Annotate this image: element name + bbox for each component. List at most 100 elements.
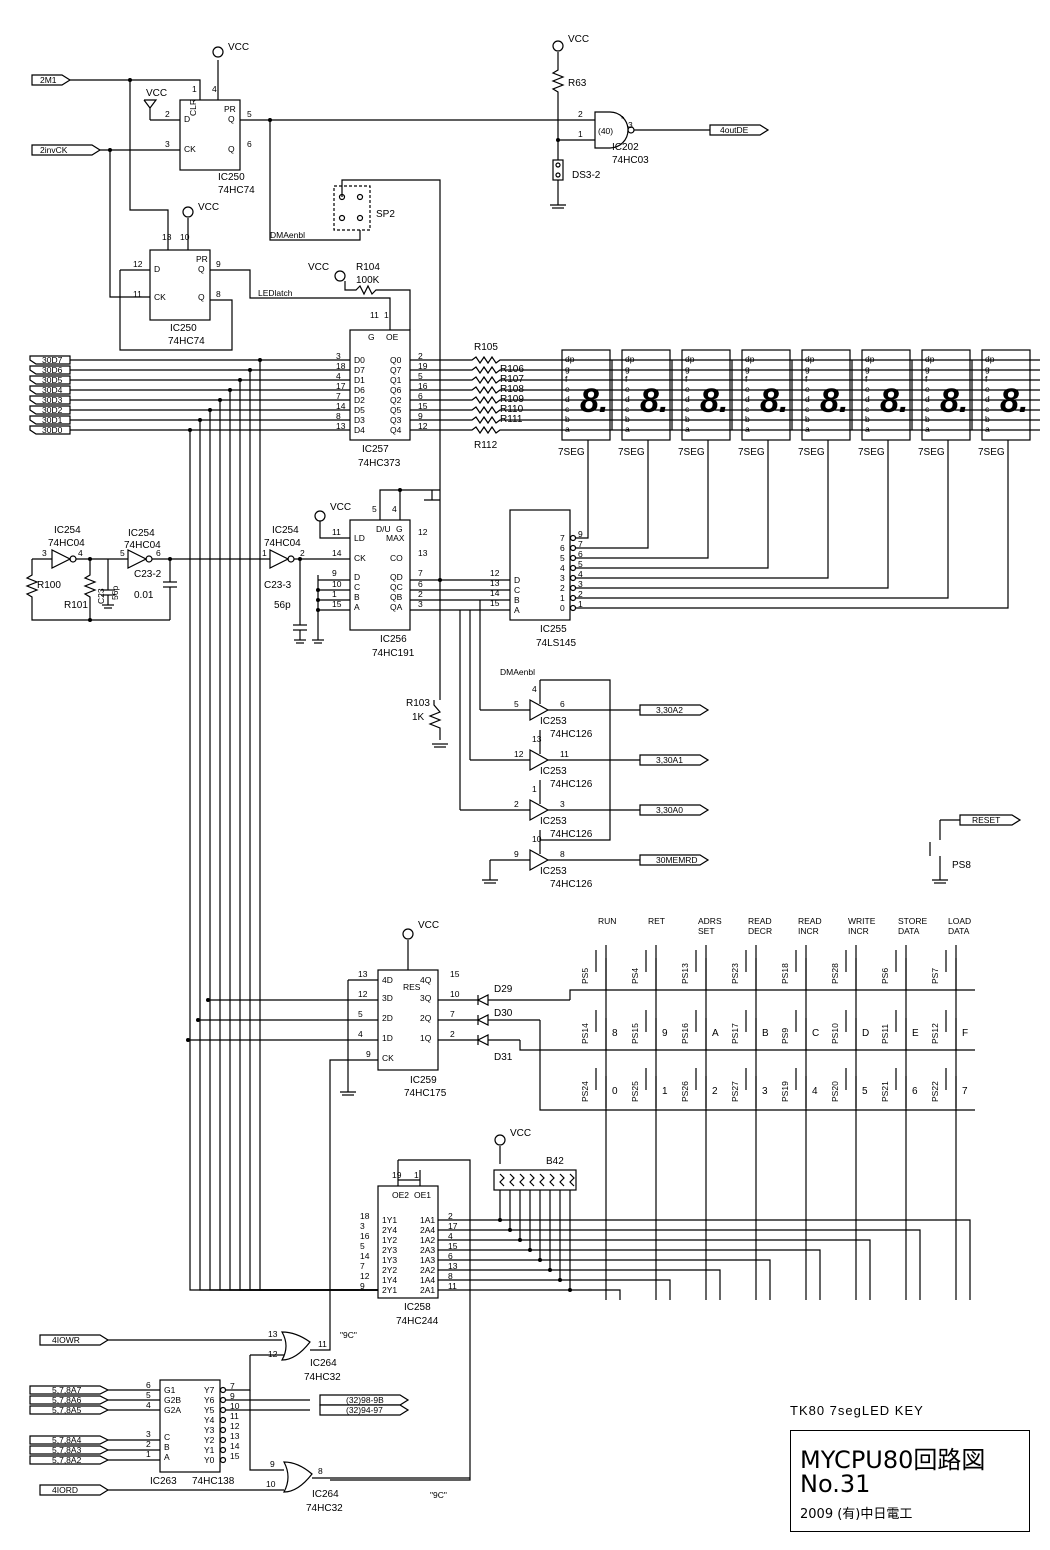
ic263-ref: IC263 bbox=[150, 1476, 177, 1487]
svg-text:9: 9 bbox=[578, 529, 583, 539]
svg-text:e: e bbox=[865, 384, 870, 394]
svg-text:18: 18 bbox=[336, 361, 346, 371]
svg-text:13: 13 bbox=[358, 969, 368, 979]
net-tag-data bbox=[29, 415, 71, 425]
ds3-label: DS3-2 bbox=[572, 170, 601, 181]
net-tag-addr bbox=[29, 1445, 110, 1455]
svg-text:f: f bbox=[685, 374, 688, 384]
svg-text:G: G bbox=[368, 332, 375, 342]
svg-text:8: 8 bbox=[560, 849, 565, 859]
sp2-label: SP2 bbox=[376, 209, 395, 220]
svg-text:4Q: 4Q bbox=[420, 975, 432, 985]
diode-d29 bbox=[476, 994, 489, 1006]
svg-text:QA: QA bbox=[390, 602, 403, 612]
svg-text:5: 5 bbox=[247, 109, 252, 119]
svg-text:12: 12 bbox=[360, 1271, 370, 1281]
net-tag-2invck bbox=[31, 144, 102, 156]
key-label: RUN bbox=[598, 916, 616, 926]
svg-text:9: 9 bbox=[270, 1459, 275, 1469]
ic258-ref: IC258 bbox=[404, 1302, 431, 1313]
svg-text:b: b bbox=[985, 414, 990, 424]
net-addr-label: 5,7,8A3 bbox=[52, 1445, 82, 1455]
ic250b-body bbox=[149, 249, 211, 321]
svg-text:2A1: 2A1 bbox=[420, 1285, 435, 1295]
svg-text:f: f bbox=[865, 374, 868, 384]
d31-label: D31 bbox=[494, 1052, 513, 1063]
svg-text:A: A bbox=[164, 1452, 170, 1462]
svg-text:c: c bbox=[625, 404, 630, 414]
svg-text:4: 4 bbox=[448, 1231, 453, 1241]
vcc-ic250b: VCC bbox=[198, 202, 219, 213]
c23-value: 56p bbox=[110, 586, 120, 600]
ic250a-type: 74HC74 bbox=[218, 185, 255, 196]
ic254c-type: 74HC04 bbox=[264, 538, 301, 549]
svg-text:CK: CK bbox=[354, 553, 366, 563]
r112-label: R112 bbox=[474, 440, 498, 451]
svg-text:5: 5 bbox=[146, 1390, 151, 1400]
ic254b-ref: IC254 bbox=[128, 528, 155, 539]
c23-2-ref: C23-2 bbox=[134, 569, 162, 580]
svg-text:1D: 1D bbox=[382, 1033, 393, 1043]
svg-text:G1: G1 bbox=[164, 1385, 176, 1395]
key-glyph: 1 bbox=[662, 1086, 668, 1097]
svg-text:Y2: Y2 bbox=[204, 1435, 215, 1445]
key-glyph: E bbox=[912, 1028, 919, 1039]
svg-text:2A3: 2A3 bbox=[420, 1245, 435, 1255]
key-label: LOAD bbox=[948, 916, 971, 926]
net-addr-label: 5,7,8A6 bbox=[52, 1395, 82, 1405]
svg-text:19: 19 bbox=[418, 361, 428, 371]
svg-text:12: 12 bbox=[358, 989, 368, 999]
net-tag-buffer-out bbox=[639, 704, 710, 716]
svg-text:e: e bbox=[625, 384, 630, 394]
svg-text:15: 15 bbox=[230, 1451, 240, 1461]
svg-text:2: 2 bbox=[578, 109, 583, 119]
svg-text:Q2: Q2 bbox=[390, 395, 402, 405]
key-ref: PS18 bbox=[780, 963, 790, 984]
key-ref: PS4 bbox=[630, 968, 640, 984]
net-data-label: 30D7 bbox=[42, 355, 63, 365]
ic254c-ref: IC254 bbox=[272, 525, 299, 536]
svg-text:D: D bbox=[184, 114, 190, 124]
svg-text:17: 17 bbox=[336, 381, 346, 391]
ic253-type: 74HC126 bbox=[550, 829, 593, 840]
ic257-ref: IC257 bbox=[362, 444, 389, 455]
seg-digit: 8. bbox=[640, 382, 668, 420]
svg-text:15: 15 bbox=[418, 401, 428, 411]
svg-text:d: d bbox=[925, 394, 930, 404]
svg-text:d: d bbox=[985, 394, 990, 404]
net-tag-4outde bbox=[709, 124, 770, 136]
svg-text:9: 9 bbox=[514, 849, 519, 859]
key-label: INCR bbox=[848, 926, 869, 936]
svg-text:dp: dp bbox=[685, 354, 695, 364]
svg-text:a: a bbox=[865, 424, 870, 434]
